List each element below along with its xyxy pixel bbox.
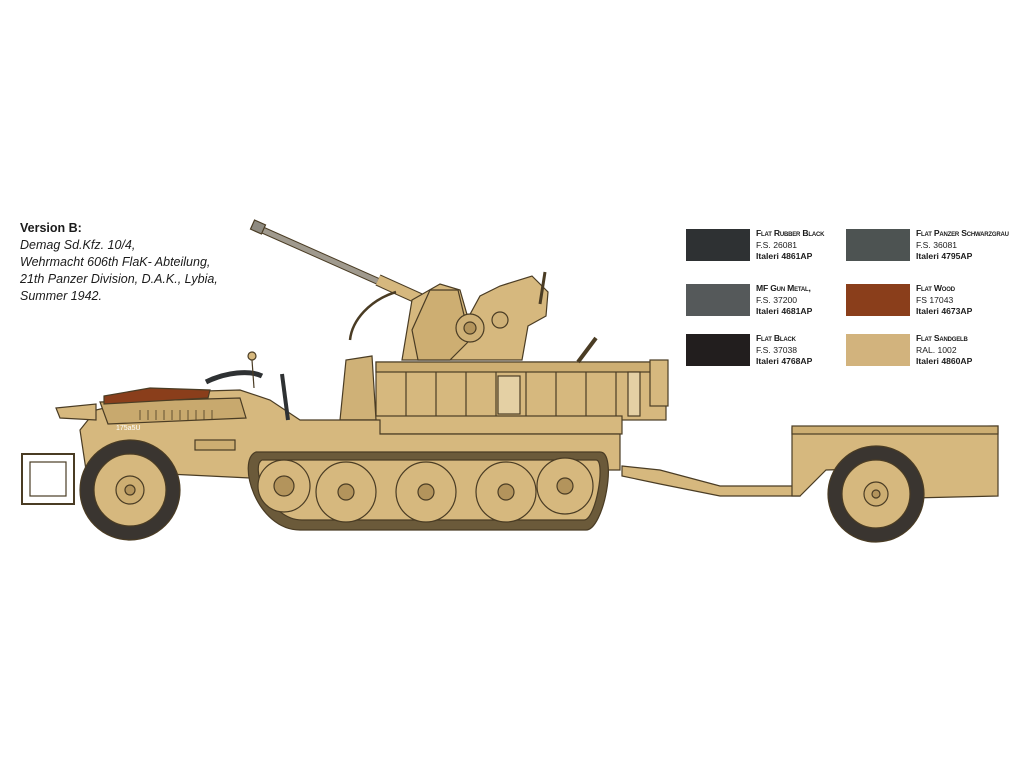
paint-italeri-code: Italeri 4861AP bbox=[756, 251, 813, 262]
ammo-trailer bbox=[791, 425, 999, 543]
paint-fs-code: RAL. 1002 bbox=[916, 344, 957, 355]
paint-italeri-code: Italeri 4860AP bbox=[916, 356, 973, 367]
number-plate: 175a5U bbox=[116, 425, 141, 432]
paint-label: MF Gun Metal, F.S. 37200 Italeri 4681AP bbox=[756, 283, 812, 318]
paint-label: Flat Panzer Schwarzgrau F.S. 36081 Itale… bbox=[916, 228, 1009, 263]
tow-bar bbox=[621, 465, 801, 497]
paint-flat-black: Flat Black F.S. 37038 Italeri 4768AP bbox=[686, 333, 812, 368]
paint-label: Flat Wood FS 17043 Italeri 4673AP bbox=[916, 283, 972, 318]
paint-name: Flat Wood bbox=[916, 283, 955, 293]
paint-fs-code: F.S. 26081 bbox=[756, 239, 798, 250]
caption-line-date: Summer 1942. bbox=[20, 289, 102, 303]
paint-italeri-code: Italeri 4673AP bbox=[916, 306, 973, 317]
front-wheel bbox=[79, 439, 181, 541]
version-title: Version B: bbox=[20, 221, 82, 235]
color-swatch bbox=[686, 229, 750, 262]
paint-flat-sandgelb: Flat Sandgelb RAL. 1002 Italeri 4860AP bbox=[846, 333, 972, 368]
paint-name: Flat Black bbox=[756, 333, 796, 343]
paint-flat-wood: Flat Wood FS 17043 Italeri 4673AP bbox=[846, 283, 972, 318]
paint-name: Flat Rubber Black bbox=[756, 228, 825, 238]
paint-italeri-code: Italeri 4768AP bbox=[756, 356, 813, 367]
paint-flat-rubber-black: Flat Rubber Black F.S. 26081 Italeri 486… bbox=[686, 228, 824, 263]
color-swatch bbox=[846, 229, 910, 262]
flak-gun-mount bbox=[348, 271, 549, 361]
paint-name: Flat Sandgelb bbox=[916, 333, 968, 343]
paint-name: Flat Panzer Schwarzgrau bbox=[916, 228, 1009, 238]
color-swatch bbox=[686, 334, 750, 367]
caption-line-vehicle: Demag Sd.Kfz. 10/4, bbox=[20, 238, 136, 252]
paint-flat-panzer-schwarzgrau: Flat Panzer Schwarzgrau F.S. 36081 Itale… bbox=[846, 228, 1009, 263]
paint-fs-code: F.S. 37200 bbox=[756, 294, 798, 305]
paint-mf-gun-metal: MF Gun Metal, F.S. 37200 Italeri 4681AP bbox=[686, 283, 812, 318]
flak-gun-barrel bbox=[249, 219, 443, 314]
paint-fs-code: F.S. 37038 bbox=[756, 344, 798, 355]
paint-fs-code: F.S. 36081 bbox=[916, 239, 958, 250]
paint-label: Flat Rubber Black F.S. 26081 Italeri 486… bbox=[756, 228, 824, 263]
color-swatch bbox=[846, 334, 910, 367]
paint-italeri-code: Italeri 4795AP bbox=[916, 251, 973, 262]
track-assembly bbox=[247, 451, 609, 531]
caption-line-unit: Wehrmacht 606th FlaK- Abteilung, bbox=[20, 255, 211, 269]
color-swatch bbox=[686, 284, 750, 317]
paint-name: MF Gun Metal, bbox=[756, 283, 811, 293]
paint-label: Flat Black F.S. 37038 Italeri 4768AP bbox=[756, 333, 812, 368]
paint-fs-code: FS 17043 bbox=[916, 294, 954, 305]
paint-italeri-code: Italeri 4681AP bbox=[756, 306, 813, 317]
color-swatch bbox=[846, 284, 910, 317]
paint-label: Flat Sandgelb RAL. 1002 Italeri 4860AP bbox=[916, 333, 972, 368]
version-caption: Version B: Demag Sd.Kfz. 10/4, Wehrmacht… bbox=[20, 220, 260, 305]
caption-line-division: 21th Panzer Division, D.A.K., Lybia, bbox=[20, 272, 218, 286]
